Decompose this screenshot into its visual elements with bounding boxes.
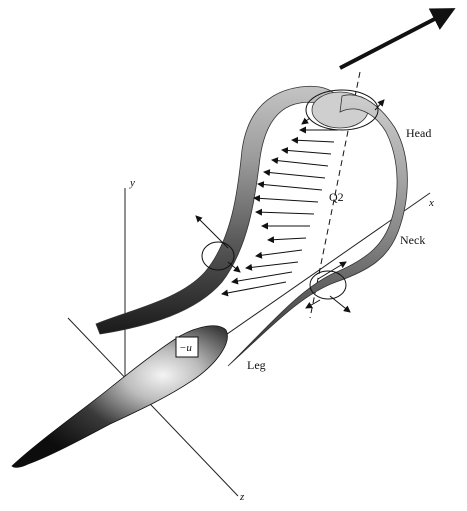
head-label: Head (406, 126, 431, 140)
q2-label: Q2 (329, 190, 344, 204)
coordinate-axes: y x z (68, 177, 434, 503)
neck-label: Neck (400, 233, 425, 247)
y-axis-label: y (129, 177, 135, 189)
z-axis-label: z (239, 491, 245, 503)
x-axis-label: x (428, 197, 434, 209)
freestream-arrow (310, 10, 452, 318)
leg-label: Leg (247, 358, 266, 372)
velocity-label: −u (179, 342, 192, 354)
velocity-label-box: −u (176, 337, 198, 357)
